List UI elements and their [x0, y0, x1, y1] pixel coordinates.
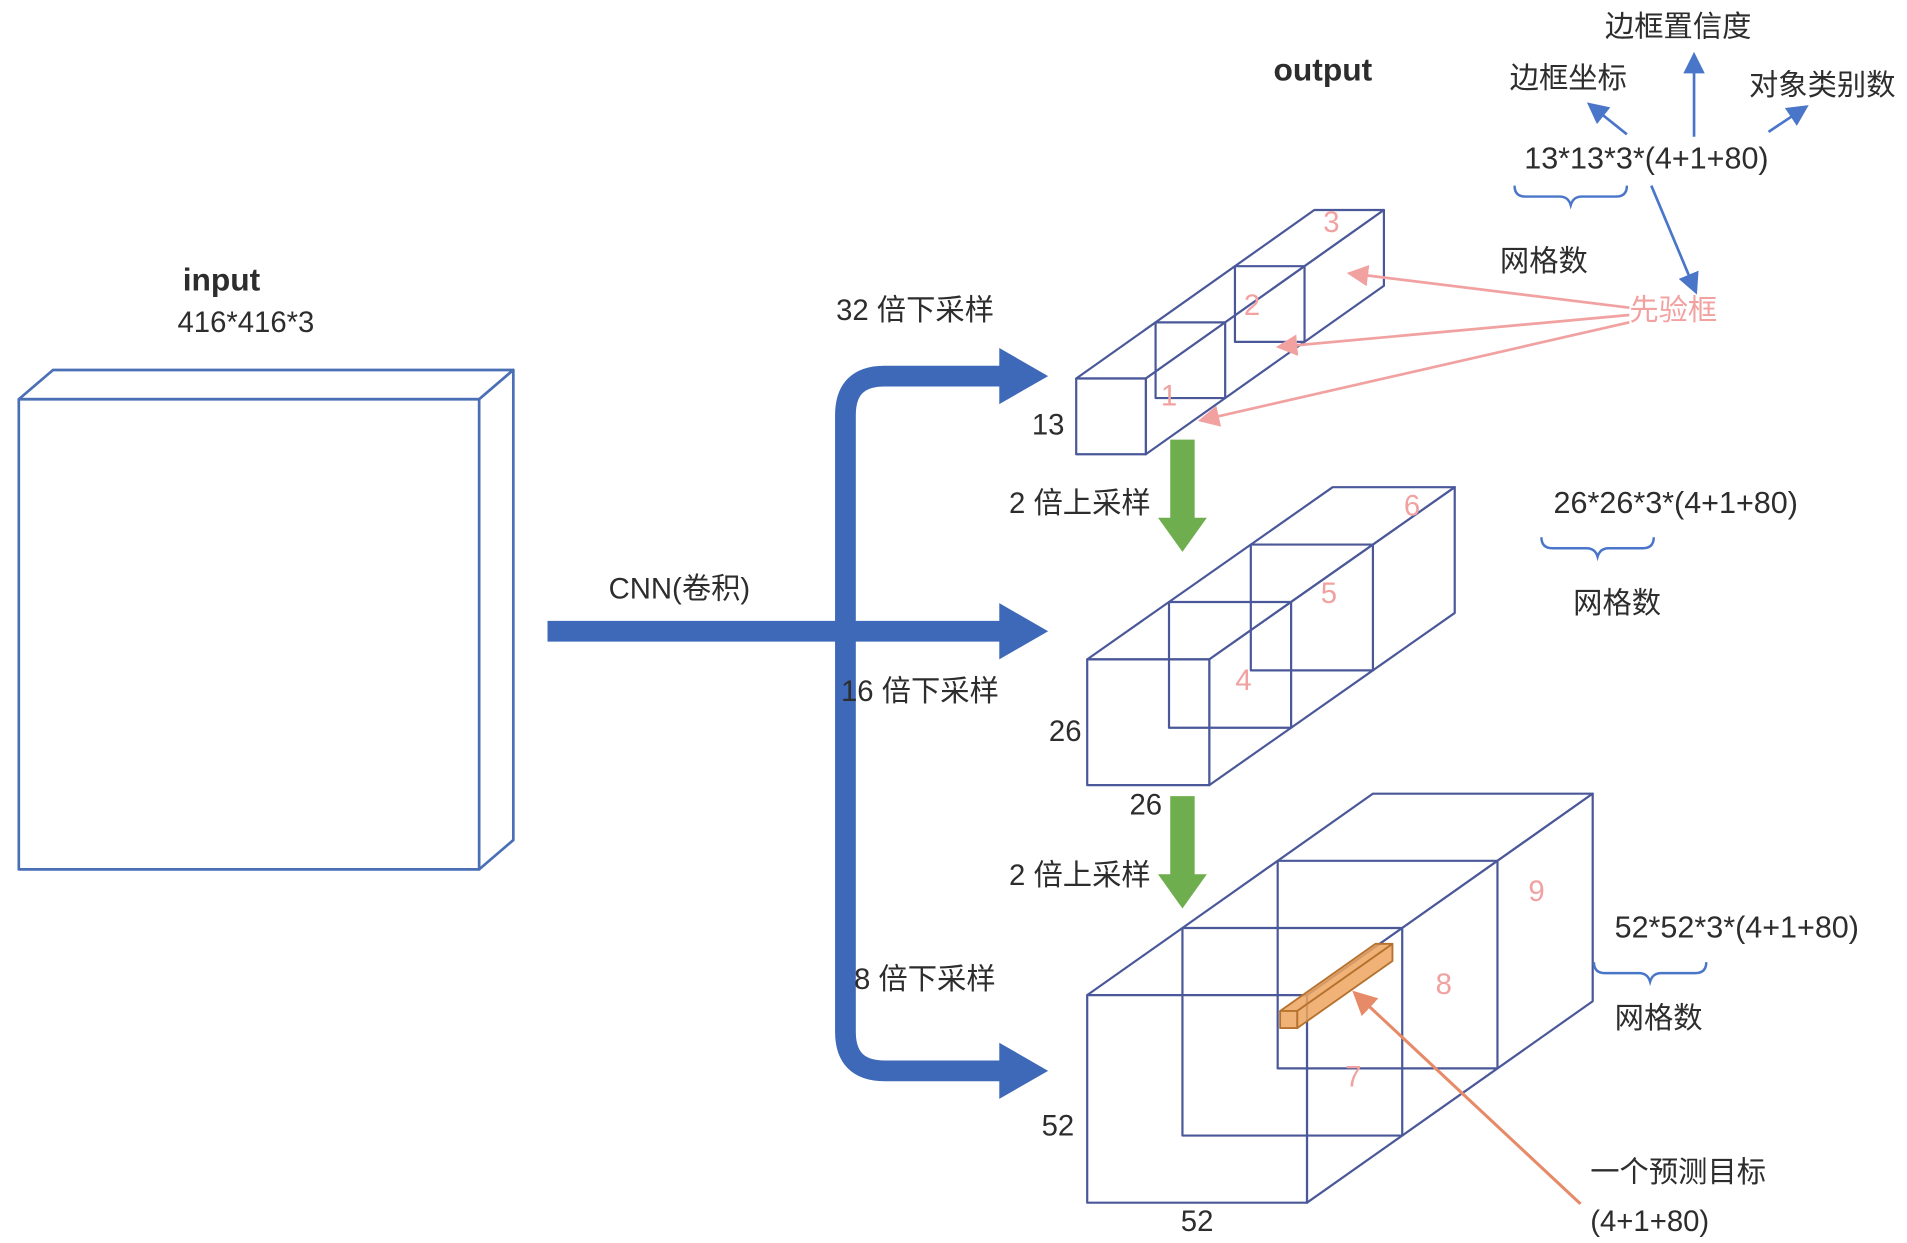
prediction-target-dims: (4+1+80) [1590, 1205, 1709, 1238]
prior-box-label: 先验框 [1629, 294, 1717, 327]
scale2-cell5: 5 [1321, 577, 1337, 610]
scale2-grid-size-bottom: 26 [1130, 788, 1163, 821]
branch-trunk [835, 365, 1002, 1082]
arrow-to-prediction-slice [1352, 990, 1582, 1206]
scale3-front-face [1086, 994, 1309, 1204]
class-count-label: 对象类别数 [1749, 69, 1895, 102]
input-box-top-face [17, 368, 515, 401]
input-title: input [183, 262, 261, 298]
cnn-flow-arrows [547, 347, 1049, 1099]
downsample32-label: 32 倍下采样 [836, 294, 994, 327]
prior-arrow-cell1 [1197, 321, 1630, 427]
input-box-right-face [477, 368, 515, 871]
prior-arrow-cell2 [1275, 313, 1630, 356]
brace-scale3-grid [1592, 962, 1708, 987]
prediction-target-label: 一个预测目标 [1590, 1156, 1766, 1189]
prediction-slice-front [1279, 1010, 1299, 1030]
scale1-cell-divider-2 [1233, 265, 1306, 343]
upsample2-bottom-label: 2 倍上采样 [1009, 859, 1151, 892]
brace-scale1-grid [1513, 185, 1629, 210]
scale1-cell1: 1 [1161, 379, 1177, 412]
downsample16-label: 16 倍下采样 [841, 675, 999, 708]
scale3-cell-divider-2 [1276, 859, 1499, 1070]
brace-scale2-grid [1540, 537, 1655, 562]
prediction-slice [1279, 942, 1394, 1030]
arrow-to-prior-box [1650, 185, 1699, 295]
scale3-grid-size-bottom: 52 [1181, 1205, 1214, 1238]
scale1-grid-size: 13 [1032, 409, 1065, 442]
scale2-cell-divider-2 [1249, 543, 1375, 672]
upsample2-top-label: 2 倍上采样 [1009, 487, 1151, 520]
scale3-cuboid [1086, 792, 1594, 1204]
prior-arrow-cell3 [1346, 264, 1630, 310]
scale2-formula: 26*26*3*(4+1+80) [1554, 486, 1798, 520]
branch-arrowhead-top [999, 347, 1049, 405]
scale1-grid-caption: 网格数 [1500, 245, 1588, 278]
arrow-to-class-count [1767, 105, 1809, 133]
scale3-cell9: 9 [1528, 875, 1544, 908]
scale2-cell4: 4 [1235, 664, 1251, 697]
scale2-cuboid [1086, 486, 1456, 787]
scale2-grid-caption: 网格数 [1573, 587, 1661, 620]
scale1-cell-divider-1 [1154, 321, 1227, 400]
scale2-front-face [1086, 658, 1211, 787]
scale1-cell3: 3 [1323, 206, 1339, 239]
bbox-coords-label: 边框坐标 [1510, 62, 1627, 95]
upsample-arrow-bottom [1158, 796, 1207, 909]
bbox-confidence-label: 边框置信度 [1605, 11, 1751, 44]
downsample8-label: 8 倍下采样 [854, 963, 996, 996]
arrow-to-bbox-coords [1586, 102, 1628, 136]
legend-arrows [1197, 51, 1809, 1206]
scale3-grid-size-left: 52 [1042, 1110, 1075, 1143]
scale3-grid-caption: 网格数 [1615, 1002, 1703, 1035]
upsample-arrow-top [1158, 439, 1207, 552]
scale3-formula: 52*52*3*(4+1+80) [1615, 911, 1859, 945]
scale3-cell7: 7 [1345, 1061, 1361, 1094]
scale3-cell-divider-1 [1181, 926, 1404, 1137]
scale2-cell6: 6 [1404, 489, 1420, 522]
scale1-formula: 13*13*3*(4+1+80) [1524, 142, 1768, 176]
scale3-cell8: 8 [1436, 968, 1452, 1001]
input-box-front-face [17, 397, 481, 871]
scale2-grid-size-left: 26 [1049, 715, 1082, 748]
scale1-front-face [1075, 377, 1147, 456]
input-dims: 416*416*3 [177, 306, 314, 339]
cnn-label: CNN(卷积) [609, 572, 751, 605]
input-box [17, 368, 515, 871]
branch-arrowhead-middle [999, 603, 1049, 660]
scale1-cell2: 2 [1244, 289, 1260, 322]
branch-arrowhead-bottom [999, 1042, 1049, 1099]
output-title: output [1274, 52, 1373, 88]
scale1-cuboid [1075, 208, 1386, 456]
